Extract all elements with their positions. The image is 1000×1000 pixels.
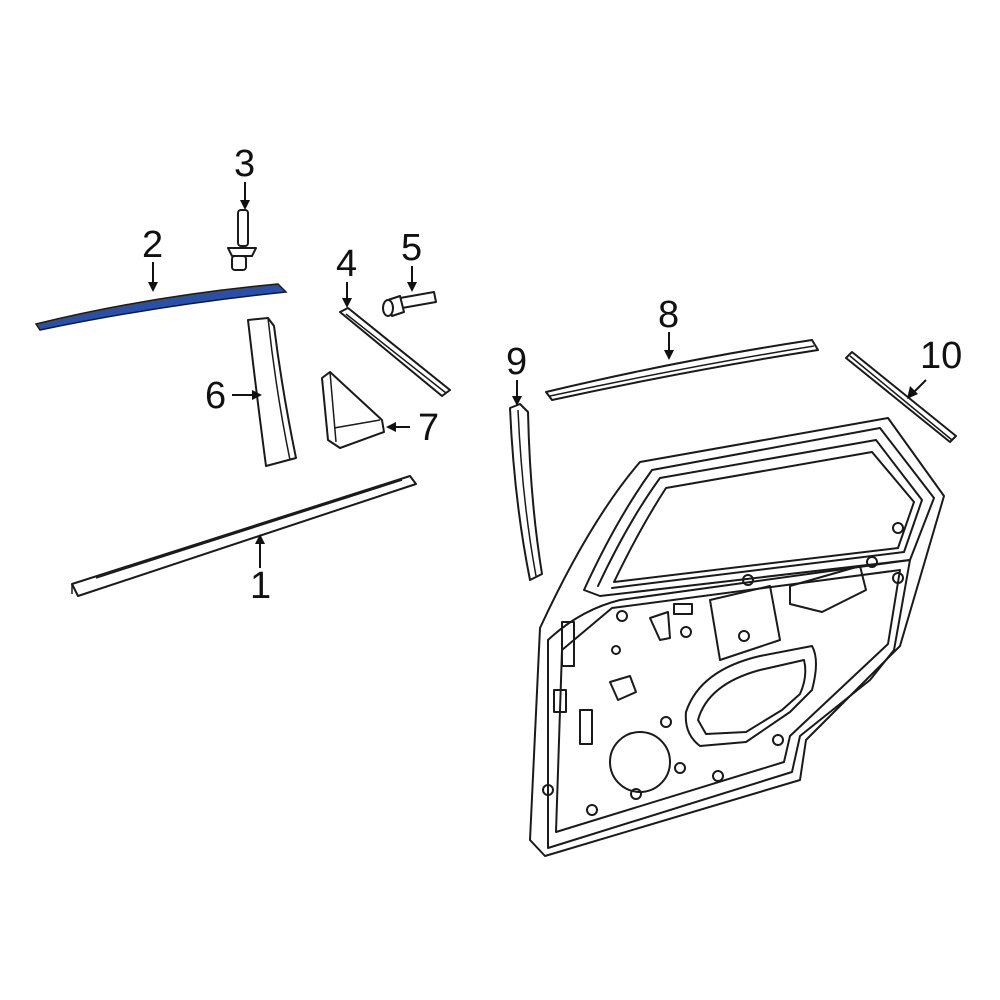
part-9-run-channel[interactable] — [509, 403, 543, 581]
callout-4: 4 — [336, 243, 357, 285]
part-8-channel[interactable] — [545, 339, 819, 401]
part-3-clip[interactable] — [227, 209, 257, 271]
part-5-screw[interactable] — [382, 291, 437, 317]
callout-3: 3 — [234, 143, 255, 185]
part-1-weatherstrip[interactable] — [71, 475, 417, 597]
part-7-bracket[interactable] — [321, 371, 385, 449]
callout-1: 1 — [250, 565, 271, 607]
rear-door-shell[interactable] — [529, 417, 945, 857]
leader-arrows — [148, 182, 927, 568]
callout-8: 8 — [658, 294, 679, 336]
part-4-strip[interactable] — [339, 307, 451, 397]
callout-5: 5 — [401, 227, 422, 269]
callout-10: 10 — [920, 335, 962, 377]
callout-2: 2 — [142, 224, 163, 266]
part-10-strip[interactable] — [845, 351, 957, 443]
callout-6: 6 — [205, 375, 226, 417]
part-6-pillar-trim[interactable] — [247, 317, 297, 467]
part-2-molding[interactable] — [34, 283, 288, 331]
callout-9: 9 — [506, 341, 527, 383]
callout-7: 7 — [418, 407, 439, 449]
